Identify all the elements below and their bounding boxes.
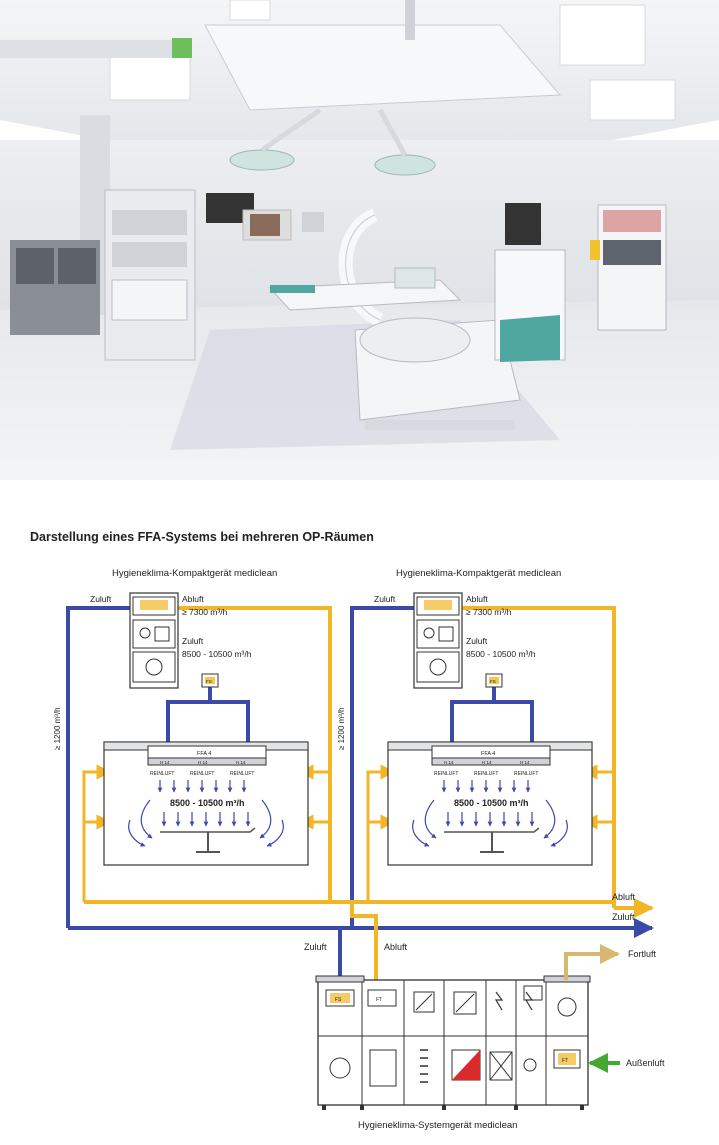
filter-label: H 14 (444, 760, 454, 765)
airflow-arrows (412, 780, 568, 847)
trolley-clip (590, 240, 600, 260)
reinluft-label: REINLUFT (474, 771, 498, 777)
abluft-label: Abluft (466, 594, 488, 604)
system-ft-label: FT (376, 997, 382, 1003)
room-rate: 8500 - 10500 m³/h (454, 798, 529, 808)
console-teal-panel (500, 315, 560, 362)
ceiling-light (109, 54, 191, 101)
reinluft-label: REINLUFT (190, 771, 214, 777)
canopy-hanger (405, 0, 415, 40)
trolley-bins (603, 210, 661, 232)
system-abluft-label: Abluft (384, 942, 408, 952)
reinluft-label: REINLUFT (150, 771, 174, 777)
zuluft-label: Zuluft (90, 594, 112, 604)
zuluft-label-2: Zuluft (182, 636, 204, 646)
ffa-system-diagram: Darstellung eines FFA-Systems bei mehrer… (0, 480, 719, 1145)
filter-label: H 14 (520, 760, 530, 765)
ffa-ceiling-canopy (204, 24, 562, 111)
compact-unit: Abluft ≥ 7300 m³/h Zuluft Zuluft 8500 - … (90, 592, 252, 689)
op-room: FFA 4 H 14 H 14 H 14 REINLUFT REINLUFT R… (103, 741, 309, 866)
cabinet-window (58, 248, 96, 284)
aussenluft-label: Außenluft (626, 1058, 665, 1068)
arm-joint (172, 38, 192, 58)
reinluft-label: REINLUFT (434, 771, 458, 777)
op-room-unit-1: Hygieneklima-Kompaktgerät mediclean (53, 568, 332, 928)
monitor (505, 203, 541, 245)
unit-2-ducts (350, 606, 616, 928)
filter-label: H 14 (482, 760, 492, 765)
wall-panel (302, 212, 324, 232)
pendant-device (112, 210, 187, 235)
op-room-unit-2: Hygieneklima-Kompaktgerät mediclean (337, 568, 616, 928)
table-block (394, 267, 436, 289)
filter-label: H 14 (198, 760, 208, 765)
unit-title: Hygieneklima-Kompaktgerät mediclean (396, 568, 561, 579)
wall-display-image (250, 214, 280, 236)
op-room: FFA 4 H 14 H 14 H 14 REINLUFT REINLUFT R… (387, 741, 593, 866)
filter-label: H 14 (236, 760, 246, 765)
side-rate-label: ≥ 1200 m³/h (337, 707, 346, 750)
side-rate-label: ≥ 1200 m³/h (53, 707, 62, 750)
unit-1-ducts (66, 606, 332, 928)
unit-title: Hygieneklima-Kompaktgerät mediclean (112, 568, 277, 579)
fortluft-label: Fortluft (628, 949, 657, 959)
abluft-rate: ≥ 7300 m³/h (182, 607, 228, 617)
system-zuluft-label: Zuluft (304, 942, 327, 952)
robot-base-light (365, 420, 515, 430)
zuluft-label: Zuluft (374, 594, 396, 604)
surgical-light (229, 149, 295, 171)
ceiling-light (589, 79, 676, 121)
ceiling-light (559, 4, 646, 66)
fs-label: FS (490, 679, 496, 684)
surgical-light (374, 154, 436, 176)
reinluft-label: REINLUFT (230, 771, 254, 777)
main-abluft-label: Abluft (612, 892, 636, 902)
fs-label: FS (206, 679, 212, 684)
zuluft-rate: 8500 - 10500 m³/h (182, 649, 252, 659)
ffa-label: FFA 4 (481, 751, 495, 757)
system-title: Hygieneklima-Systemgerät mediclean (358, 1120, 517, 1131)
zuluft-label-2: Zuluft (466, 636, 488, 646)
filter-label: H 14 (160, 760, 170, 765)
system-fs-label: FS (335, 997, 342, 1003)
abluft-rate: ≥ 7300 m³/h (466, 607, 512, 617)
airflow-arrows (128, 780, 284, 847)
supply-arm (0, 40, 175, 58)
ffa-system-schematic: Hygieneklima-Kompaktgerät mediclean (53, 568, 665, 1131)
system-ft-label-2: FT (562, 1058, 568, 1064)
compact-unit: Abluft ≥ 7300 m³/h Zuluft Zuluft 8500 - … (374, 592, 536, 689)
zuluft-rate: 8500 - 10500 m³/h (466, 649, 536, 659)
ceiling-light (229, 0, 271, 21)
abluft-label: Abluft (182, 594, 204, 604)
trolley-monitor (603, 240, 661, 265)
pendant-device (112, 242, 187, 267)
central-system-unit: FS FT (315, 975, 591, 1131)
room-rate: 8500 - 10500 m³/h (170, 798, 245, 808)
diagram-heading: Darstellung eines FFA-Systems bei mehrer… (30, 530, 374, 544)
table-pad (270, 285, 315, 293)
reinluft-label: REINLUFT (514, 771, 538, 777)
main-distribution-lines: Abluft Zuluft Zuluft Abluft (68, 892, 654, 980)
operating-room-photo (0, 0, 719, 480)
pendant-device (111, 279, 188, 321)
cabinet-window (16, 248, 54, 284)
operating-room-illustration (0, 0, 719, 480)
ffa-label: FFA 4 (197, 751, 211, 757)
main-zuluft-label: Zuluft (612, 912, 635, 922)
